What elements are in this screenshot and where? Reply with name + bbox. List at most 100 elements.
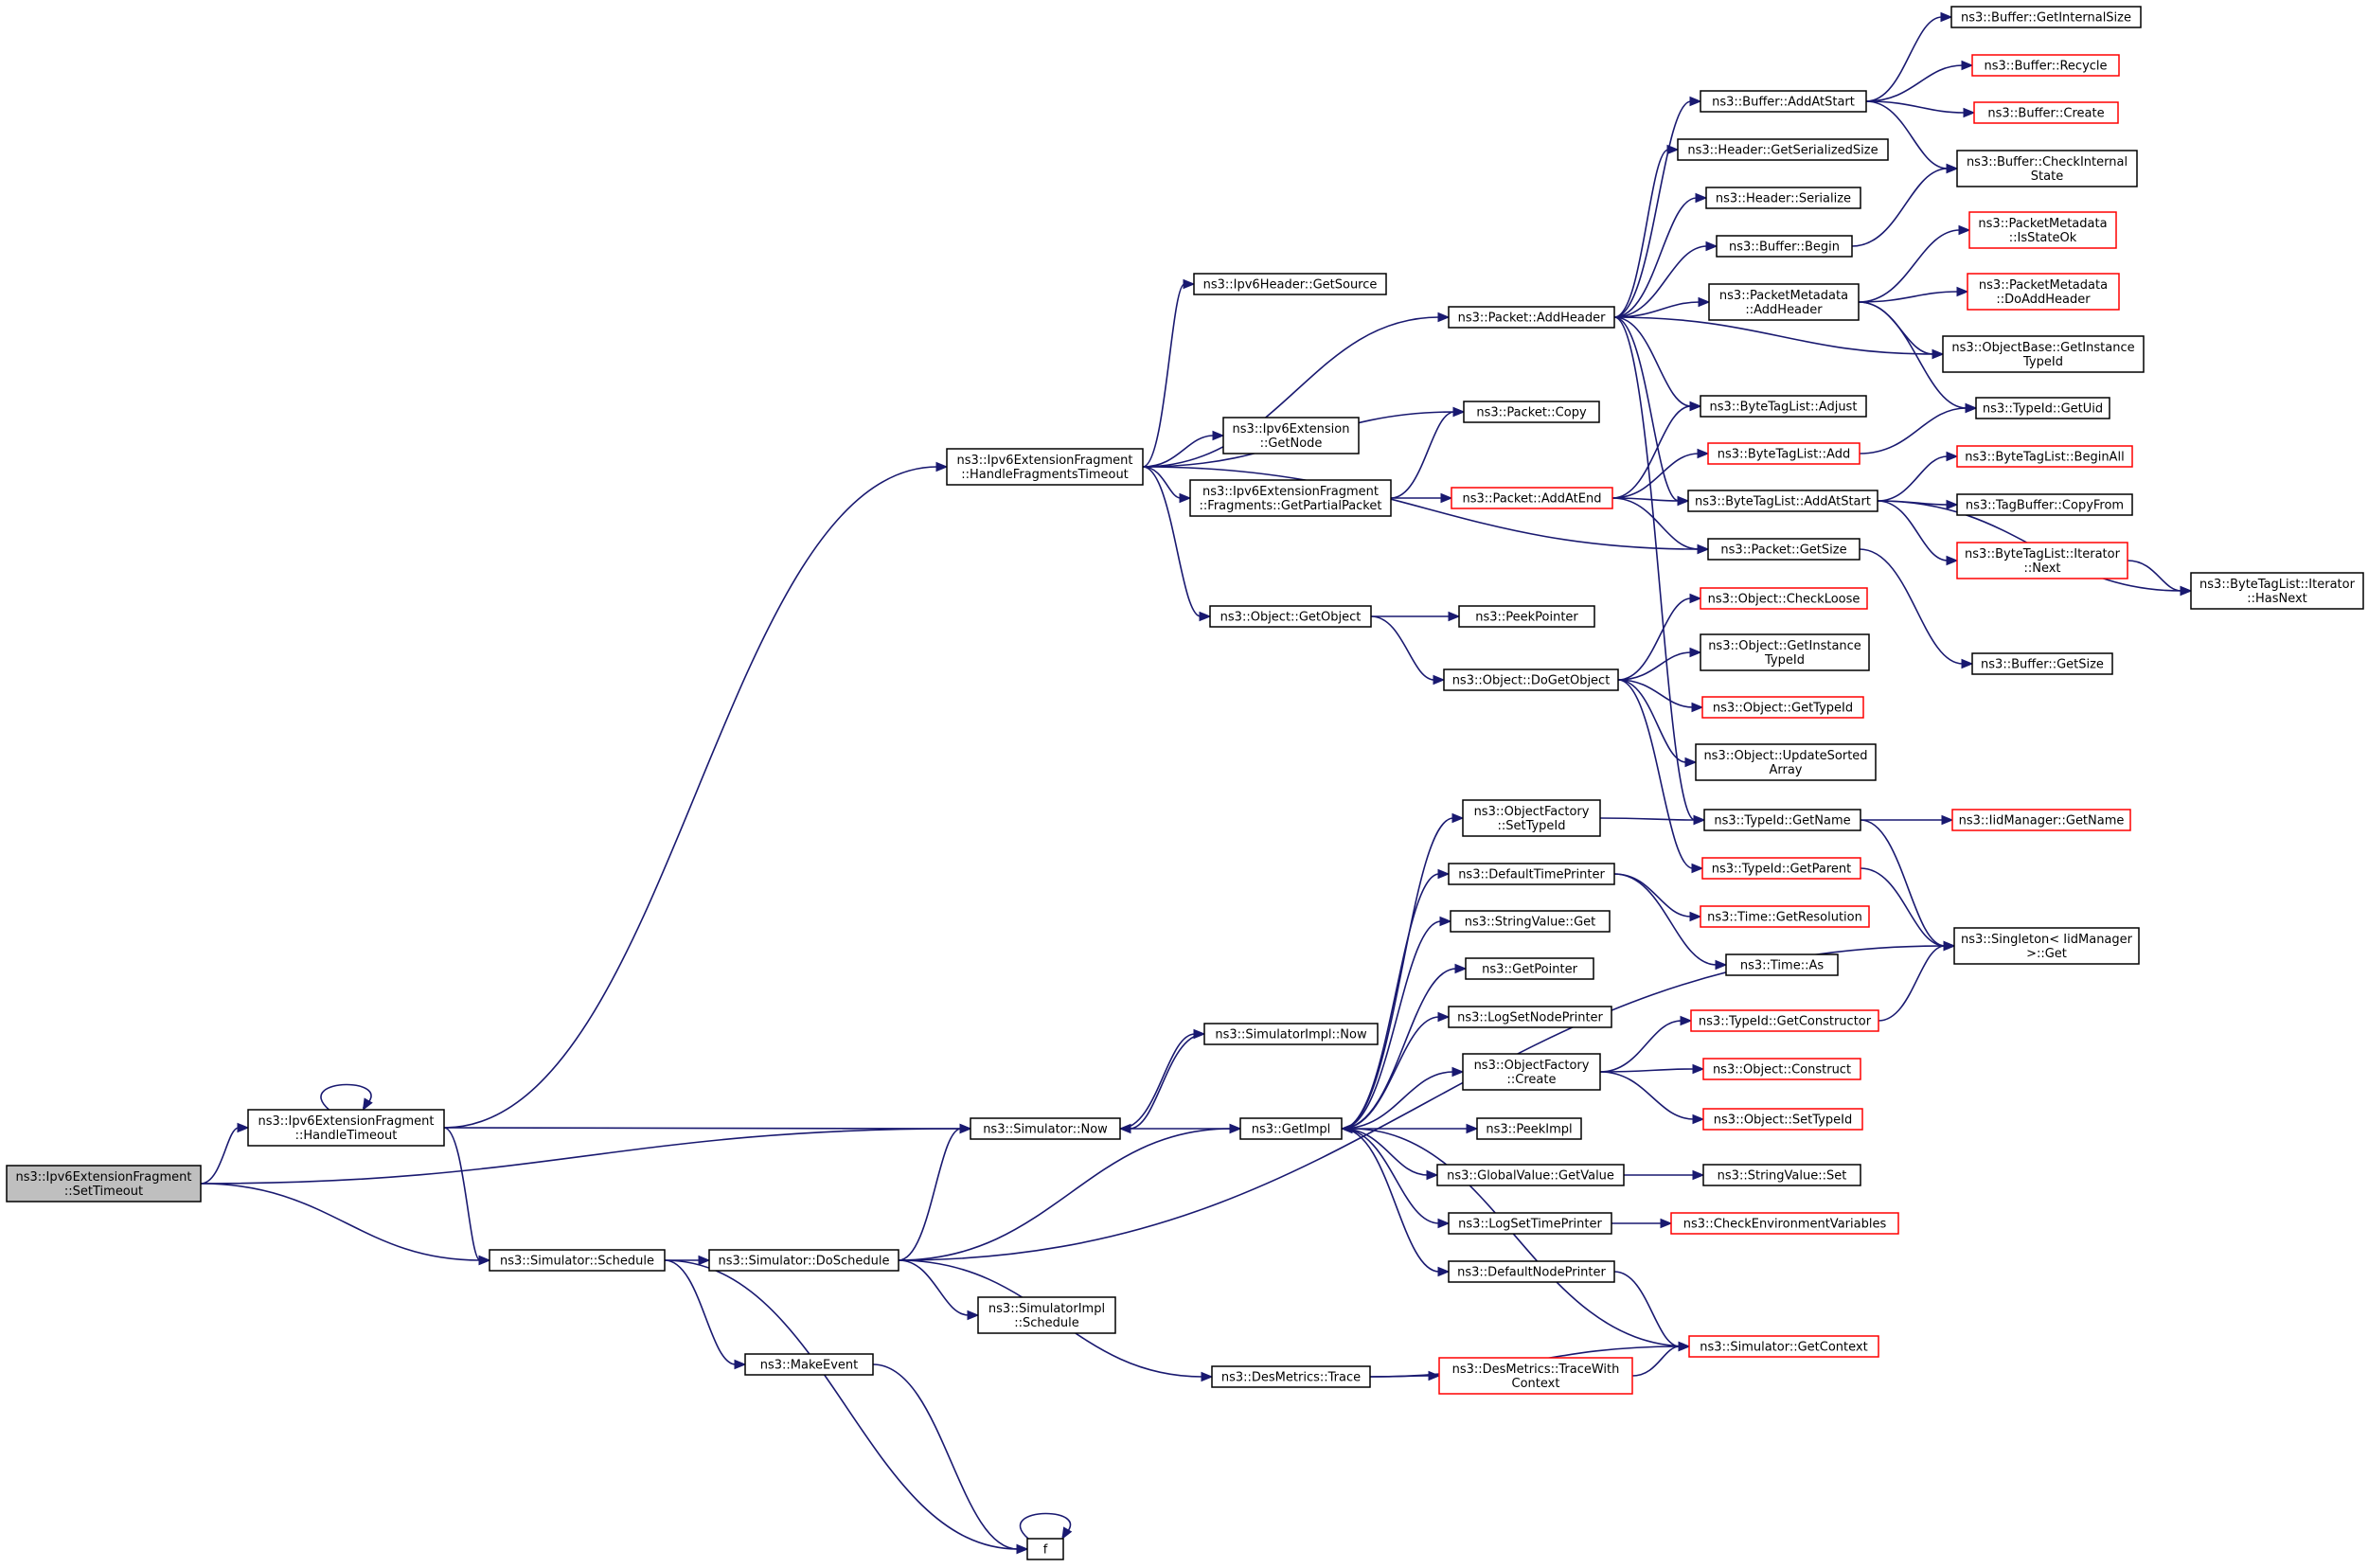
- node-getImpl[interactable]: ns3::GetImpl: [1239, 1117, 1343, 1140]
- node-handleTimeout[interactable]: ns3::Ipv6ExtensionFragment::HandleTimeou…: [247, 1109, 445, 1147]
- node-strValGet[interactable]: ns3::StringValue::Get: [1450, 910, 1611, 933]
- node-hdrGetSerSize[interactable]: ns3::Header::GetSerializedSize: [1677, 138, 1889, 161]
- node-makeEvent[interactable]: ns3::MakeEvent: [744, 1353, 874, 1376]
- node-objGetObject[interactable]: ns3::Object::GetObject: [1209, 605, 1372, 628]
- node-label: ::Next: [2023, 561, 2060, 576]
- node-pmIsStateOk[interactable]: ns3::PacketMetadata::IsStateOk: [1968, 211, 2117, 249]
- node-bufAddAtStart[interactable]: ns3::Buffer::AddAtStart: [1700, 90, 1867, 113]
- node-defNodePrinter[interactable]: ns3::DefaultNodePrinter: [1448, 1260, 1615, 1283]
- node-pmAddHeader[interactable]: ns3::PacketMetadata::AddHeader: [1708, 283, 1860, 321]
- node-ofCreate[interactable]: ns3::ObjectFactory::Create: [1462, 1053, 1601, 1091]
- edge-simGetContext-to-getImpl: [1350, 1128, 1690, 1347]
- edge-arrowhead: [1961, 60, 1974, 71]
- node-simImplNow[interactable]: ns3::SimulatorImpl::Now: [1203, 1023, 1379, 1045]
- node-hdrSerialize[interactable]: ns3::Header::Serialize: [1705, 187, 1861, 209]
- edge-simNow-to-simImplNow: [1119, 1033, 1196, 1130]
- node-pktGetSize[interactable]: ns3::Packet::GetSize: [1707, 538, 1861, 561]
- node-ipv6ExtGetNode[interactable]: ns3::Ipv6Extension::GetNode: [1222, 417, 1360, 454]
- call-graph-nodes: ns3::Ipv6ExtensionFragment::SetTimeoutns…: [6, 6, 2364, 1560]
- node-label: ns3::Simulator::Schedule: [500, 1255, 654, 1269]
- node-pktAddAtEnd[interactable]: ns3::Packet::AddAtEnd: [1451, 487, 1613, 509]
- node-objDoGetObject[interactable]: ns3::Object::DoGetObject: [1443, 668, 1619, 691]
- node-checkEnvVars[interactable]: ns3::CheckEnvironmentVariables: [1670, 1212, 1899, 1235]
- node-label: ns3::CheckEnvironmentVariables: [1683, 1218, 1887, 1232]
- node-f[interactable]: f: [1026, 1538, 1064, 1560]
- node-label: ns3::TagBuffer::CopyFrom: [1966, 499, 2124, 513]
- node-timeAs[interactable]: ns3::Time::As: [1725, 953, 1839, 976]
- node-ipv6GetSource[interactable]: ns3::Ipv6Header::GetSource: [1193, 273, 1387, 295]
- node-btlAdjust[interactable]: ns3::ByteTagList::Adjust: [1700, 395, 1867, 418]
- node-logSetTimePrinter[interactable]: ns3::LogSetTimePrinter: [1448, 1212, 1612, 1235]
- node-label: ns3::Object::DoGetObject: [1452, 674, 1611, 688]
- node-peekPointer[interactable]: ns3::PeekPointer: [1458, 605, 1595, 628]
- edge-arrowhead: [1697, 543, 1710, 555]
- node-box: [1956, 493, 2133, 516]
- node-btlAdd[interactable]: ns3::ByteTagList::Add: [1707, 442, 1861, 465]
- node-btlBeginAll[interactable]: ns3::ByteTagList::BeginAll: [1956, 445, 2133, 468]
- node-strValSet[interactable]: ns3::StringValue::Set: [1702, 1164, 1861, 1186]
- node-singletonGet[interactable]: ns3::Singleton< IidManager>::Get: [1953, 927, 2140, 965]
- node-ofSetTypeId[interactable]: ns3::ObjectFactory::SetTypeId: [1462, 799, 1601, 837]
- node-iidGetName[interactable]: ns3::IidManager::GetName: [1951, 809, 2131, 831]
- node-peekImpl[interactable]: ns3::PeekImpl: [1476, 1117, 1582, 1140]
- node-label: f: [1043, 1543, 1048, 1558]
- node-btlAddAtStart[interactable]: ns3::ByteTagList::AddAtStart: [1687, 490, 1878, 512]
- edge-getImpl-to-logSetTimePrinter: [1341, 1128, 1440, 1224]
- node-label: ns3::Ipv6Extension: [1233, 422, 1350, 437]
- edge-arrowhead: [1698, 296, 1711, 308]
- node-box: [1716, 235, 1853, 258]
- node-simNow[interactable]: ns3::Simulator::Now: [970, 1117, 1121, 1140]
- node-pktAddHeader[interactable]: ns3::Packet::AddHeader: [1448, 306, 1615, 329]
- node-bufRecycle[interactable]: ns3::Buffer::Recycle: [1971, 54, 2120, 77]
- node-btlIterHasNext[interactable]: ns3::ByteTagList::Iterator::HasNext: [2190, 572, 2364, 610]
- node-tagBufCopyFrom[interactable]: ns3::TagBuffer::CopyFrom: [1956, 493, 2133, 516]
- node-label: ns3::Ipv6ExtensionFragment: [15, 1170, 191, 1185]
- edge-objDoGetObject-to-tidGetParent: [1617, 679, 1694, 869]
- node-tidGetParent[interactable]: ns3::TypeId::GetParent: [1701, 857, 1861, 880]
- node-label: ns3::IidManager::GetName: [1959, 814, 2125, 829]
- node-bufCreate[interactable]: ns3::Buffer::Create: [1973, 101, 2119, 124]
- node-label: ns3::TypeId::GetName: [1714, 814, 1850, 829]
- edge-btlAddAtStart-to-btlIterNext: [1877, 500, 1949, 561]
- node-objSetTypeId[interactable]: ns3::Object::SetTypeId: [1702, 1108, 1863, 1131]
- node-objGetTypeId[interactable]: ns3::Object::GetTypeId: [1701, 696, 1864, 719]
- node-simImplSchedule[interactable]: ns3::SimulatorImpl::Schedule: [977, 1296, 1116, 1334]
- edge-arrowhead: [1946, 555, 1959, 566]
- node-simSchedule[interactable]: ns3::Simulator::Schedule: [489, 1249, 666, 1272]
- node-label: ::DoAddHeader: [1996, 293, 2091, 307]
- node-handleFrag[interactable]: ns3::Ipv6ExtensionFragment::HandleFragme…: [946, 448, 1144, 486]
- node-gvGetValue[interactable]: ns3::GlobalValue::GetValue: [1436, 1164, 1625, 1186]
- node-objConstruct[interactable]: ns3::Object::Construct: [1702, 1058, 1861, 1080]
- node-logSetNodePrinter[interactable]: ns3::LogSetNodePrinter: [1448, 1006, 1612, 1028]
- node-objCheckLoose[interactable]: ns3::Object::CheckLoose: [1700, 587, 1868, 610]
- node-getPointer[interactable]: ns3::GetPointer: [1465, 957, 1594, 980]
- edge-ofCreate-to-objConstruct: [1599, 1068, 1695, 1073]
- node-box: [1707, 538, 1861, 561]
- node-getPartial[interactable]: ns3::Ipv6ExtensionFragment::Fragments::G…: [1189, 479, 1392, 517]
- edge-arrowhead: [1941, 814, 1954, 826]
- node-label: ns3::MakeEvent: [760, 1359, 859, 1373]
- node-pktCopy[interactable]: ns3::Packet::Copy: [1463, 401, 1600, 423]
- node-bufGetInternalSize[interactable]: ns3::Buffer::GetInternalSize: [1950, 6, 2142, 28]
- node-btlIterNext[interactable]: ns3::ByteTagList::Iterator::Next: [1956, 542, 2128, 579]
- edge-handleFrag-to-ipv6ExtGetNode: [1142, 435, 1215, 468]
- node-bufGetSize[interactable]: ns3::Buffer::GetSize: [1971, 652, 2113, 675]
- node-desTrace[interactable]: ns3::DesMetrics::Trace: [1211, 1365, 1371, 1388]
- node-tidGetUid[interactable]: ns3::TypeId::GetUid: [1975, 397, 2110, 419]
- node-root[interactable]: ns3::Ipv6ExtensionFragment::SetTimeout: [6, 1165, 202, 1203]
- node-pmDoAddHeader[interactable]: ns3::PacketMetadata::DoAddHeader: [1967, 273, 2120, 311]
- node-simDoSchedule[interactable]: ns3::Simulator::DoSchedule: [708, 1249, 899, 1272]
- node-box: [1436, 1164, 1625, 1186]
- node-defTimePrinter[interactable]: ns3::DefaultTimePrinter: [1448, 863, 1615, 885]
- node-tidGetName[interactable]: ns3::TypeId::GetName: [1703, 809, 1861, 831]
- node-bufBegin[interactable]: ns3::Buffer::Begin: [1716, 235, 1853, 258]
- node-timeGetRes[interactable]: ns3::Time::GetResolution: [1700, 905, 1870, 928]
- node-simGetContext[interactable]: ns3::Simulator::GetContext: [1688, 1335, 1879, 1358]
- edge-root-to-simNow: [200, 1128, 962, 1185]
- node-tidGetCtor[interactable]: ns3::TypeId::GetConstructor: [1690, 1009, 1879, 1032]
